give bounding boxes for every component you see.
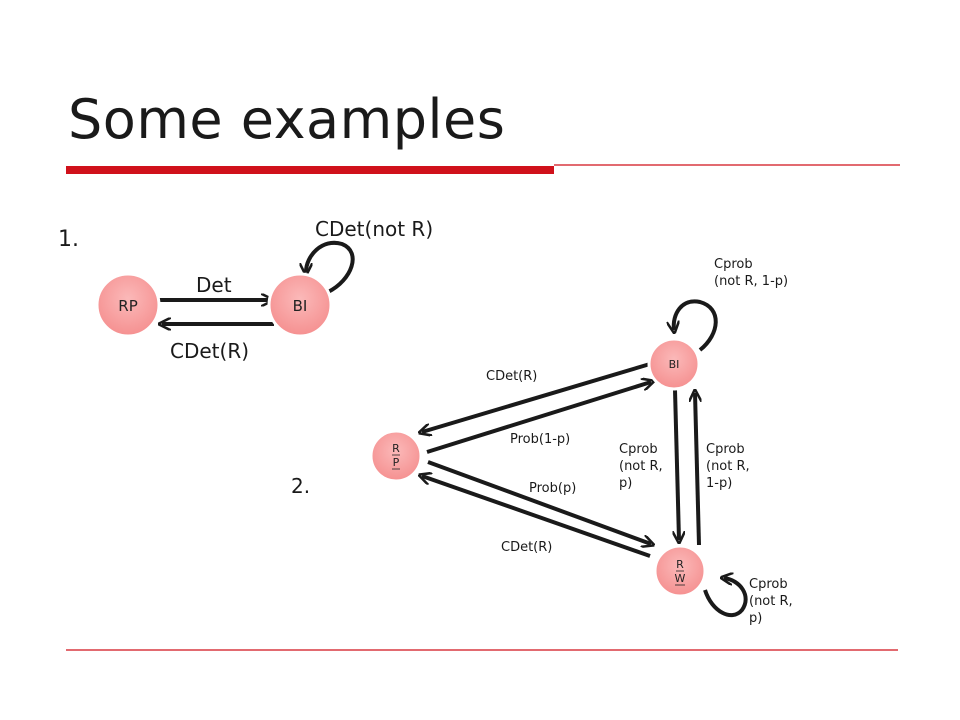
label-cdet-r-top: CDet(R) [486,369,537,384]
label-cdet-r-bottom: CDet(R) [501,540,552,555]
node-rp-label: RP [118,297,137,315]
node-bi-2 [647,337,701,391]
label-bi-self-2: (not R, 1-p) [714,274,788,289]
node-bi [267,272,333,338]
edge-det-label: Det [196,273,232,297]
node-bi-label: BI [293,297,308,315]
node-rw-label-line1: R [676,558,684,571]
edge-rw-to-rp [422,476,651,558]
label-prob-1mp: Prob(1-p) [510,432,570,447]
node-rp-2-label-line1: R [392,442,400,455]
node-rp-2 [369,429,423,483]
label-bi-to-rw-1: Cprob [619,442,658,457]
example-1-number: 1. [58,227,79,252]
edge-bi-self-loop [306,240,355,294]
node-bi-2-label: BI [669,358,680,371]
node-rp [95,272,161,338]
edge-bi2-self-loop [674,299,718,352]
label-rw-to-bi-2: (not R, [706,459,750,474]
label-bi-to-rw-3: p) [619,476,632,491]
example-2-number: 2. [291,474,310,498]
edge-bi-to-rw [675,389,679,540]
edge-cdet-r-label: CDet(R) [170,339,249,363]
label-rw-to-bi-3: 1-p) [706,476,732,491]
edge-rp-to-bi [426,382,651,454]
node-rw-label-line2: W [675,572,686,585]
edge-rw-to-bi [695,393,699,546]
label-rw-self-2: (not R, [749,594,793,609]
label-rw-self-3: p) [749,611,762,626]
label-rw-self-1: Cprob [749,577,788,592]
label-bi-to-rw-2: (not R, [619,459,663,474]
label-prob-p: Prob(p) [529,481,576,496]
edge-rp-to-rw [427,460,651,544]
slide-title: Some examples [68,88,506,151]
label-rw-to-bi-1: Cprob [706,442,745,457]
edge-rw-self-loop [703,578,748,618]
label-bi-self-1: Cprob [714,257,753,272]
edge-cdet-not-r-label: CDet(not R) [315,217,433,241]
edge-bi-to-rp [422,362,651,432]
title-accent-bar [66,166,554,174]
node-rp-2-label-line2: P [393,456,400,469]
